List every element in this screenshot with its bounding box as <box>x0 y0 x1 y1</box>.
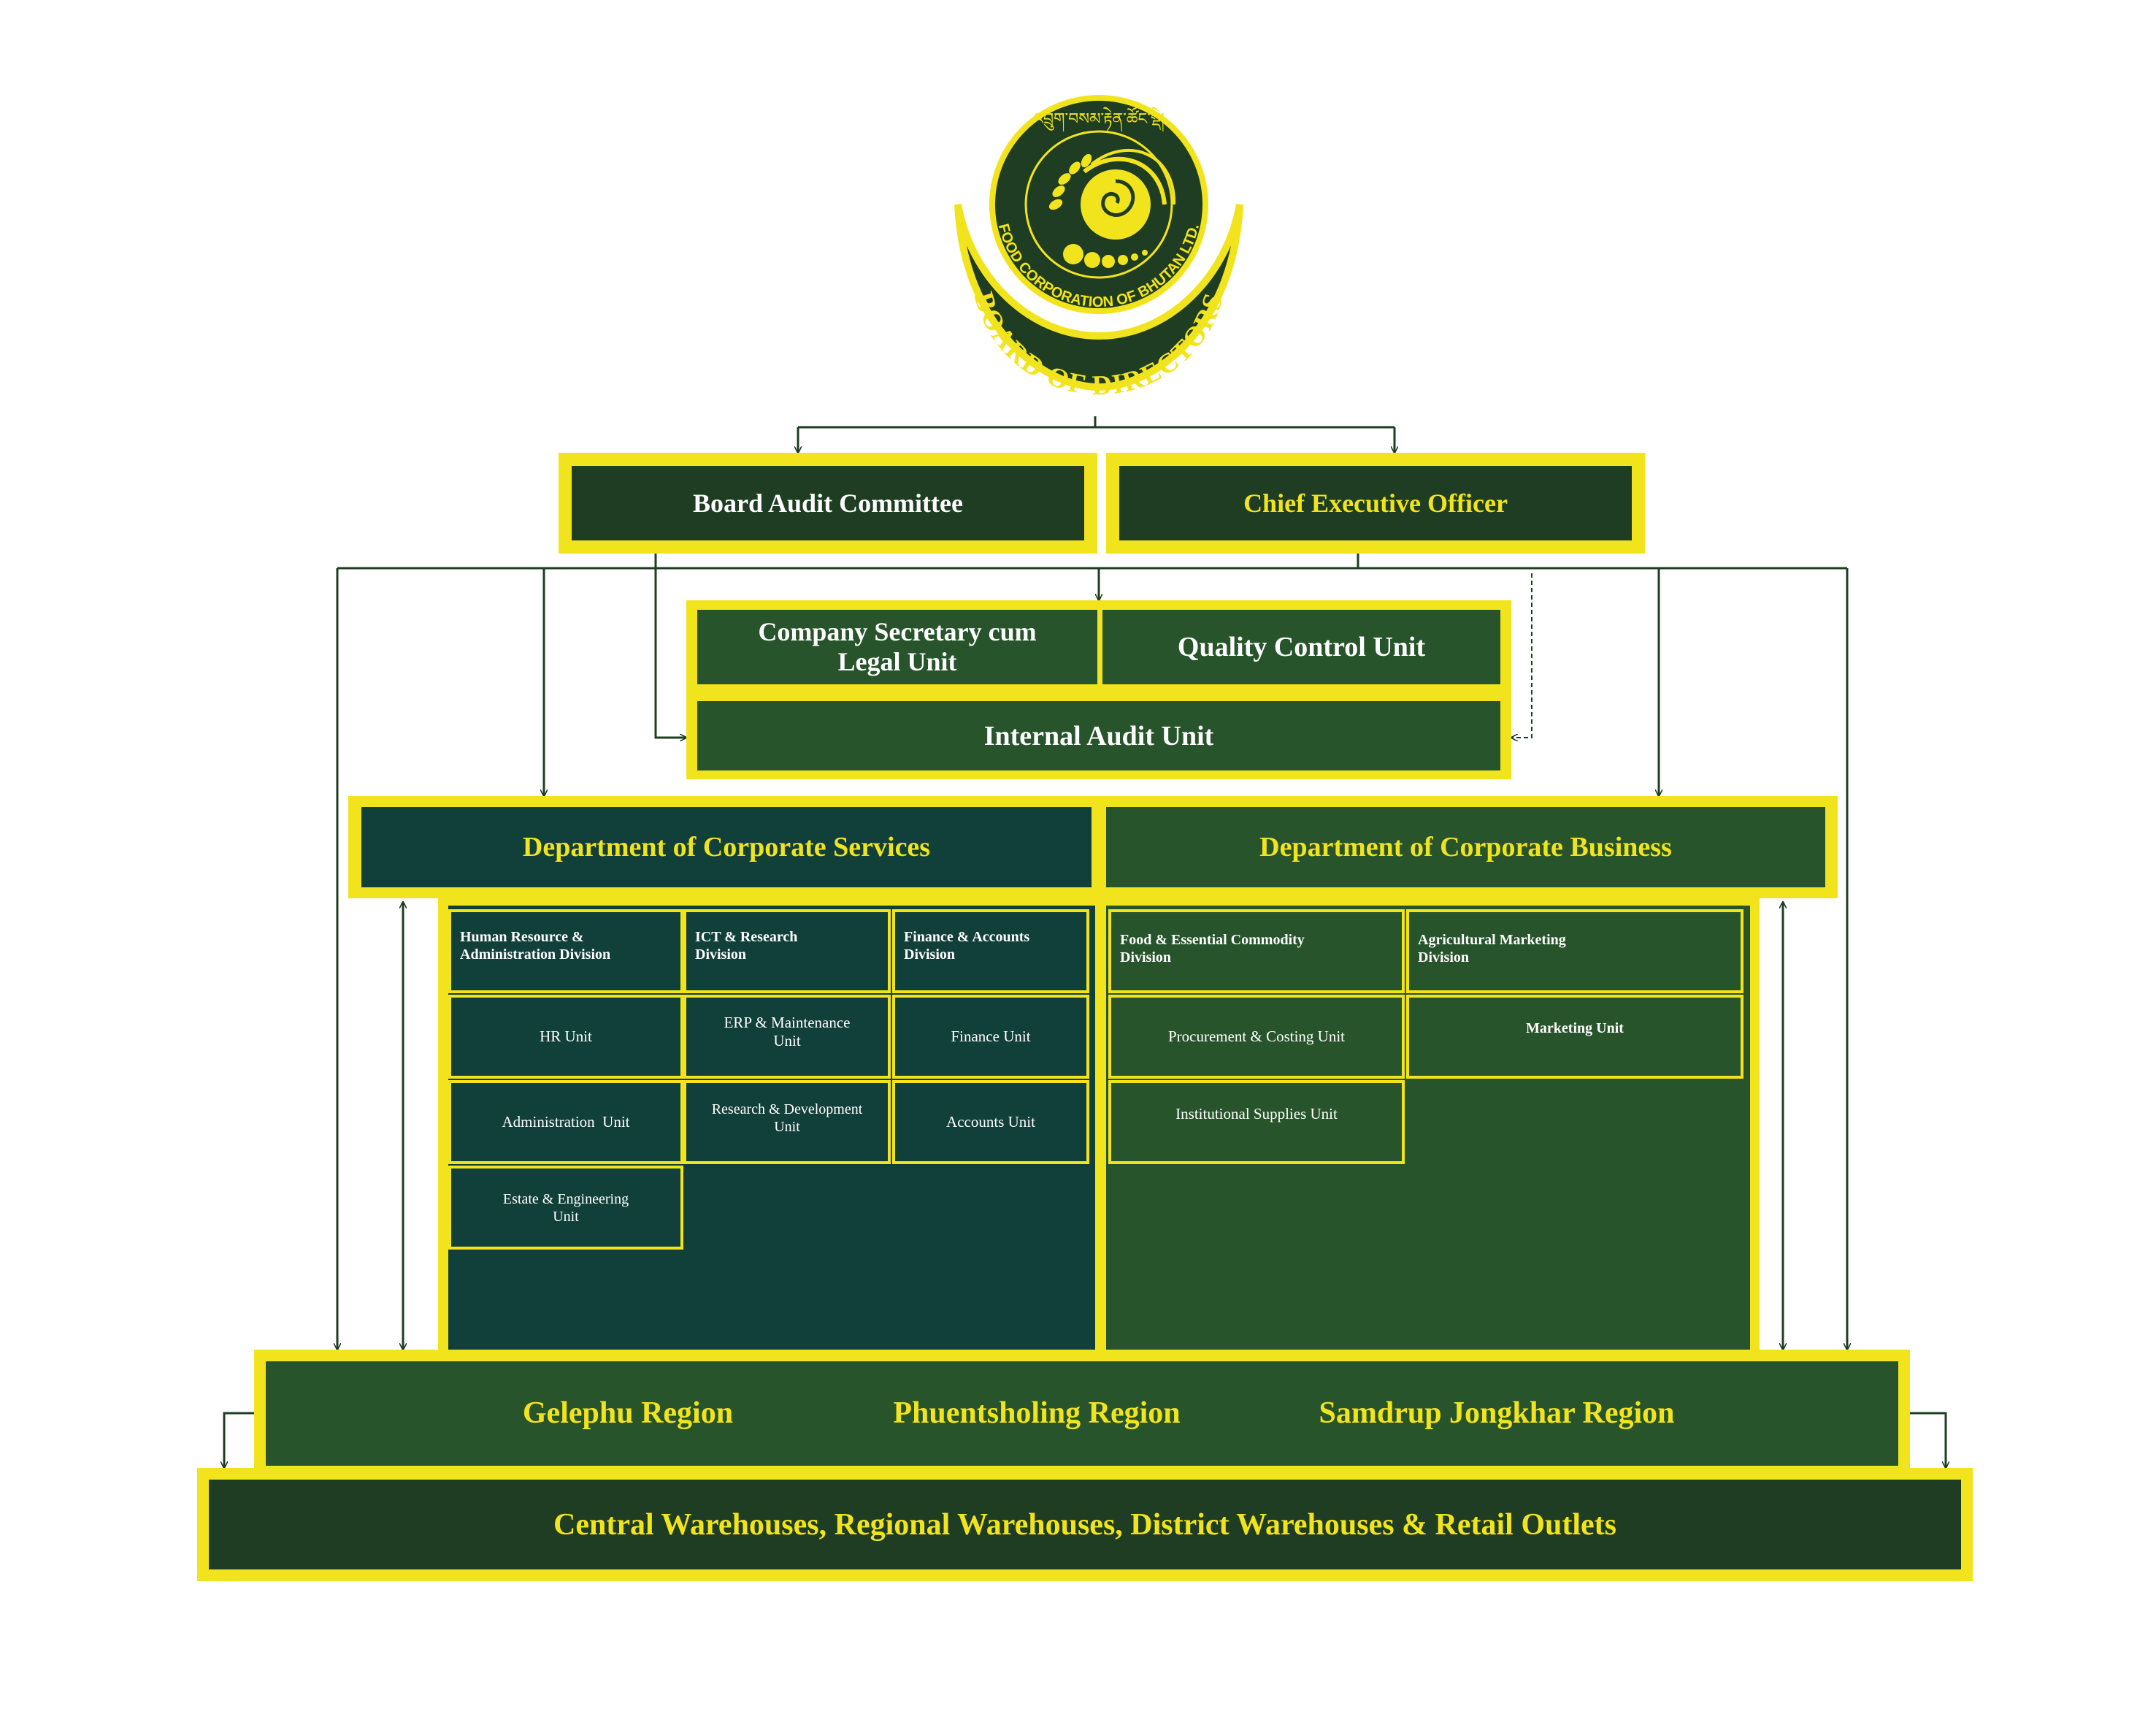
ict-research-division-line-1: ICT & Research <box>695 929 798 945</box>
erp-maintenance-unit: ERP & Maintenance Unit <box>683 995 891 1079</box>
board-audit-committee-title: Board Audit Committee <box>572 466 1084 540</box>
hr-admin-division: Human Resource & Administration Division <box>448 909 683 993</box>
research-development-unit: Research & Development Unit <box>683 1080 891 1164</box>
ict-research-division-line-2: Division <box>695 946 747 963</box>
regions-frame <box>254 1350 1910 1477</box>
finance-accounts-division-line-2: Division <box>904 946 956 963</box>
agri-division-line-2: Division <box>1418 949 1470 965</box>
board-audit-committee-box: Board Audit Committee <box>559 453 1097 554</box>
marketing-unit: Marketing Unit <box>1406 995 1743 1079</box>
agricultural-marketing-division: Agricultural Marketing Division <box>1406 909 1743 993</box>
company-secretary-box: Company Secretary cum Legal Unit <box>697 610 1097 684</box>
food-division-line-1: Food & Essential Commodity <box>1120 932 1305 948</box>
estate-engineering-unit: Estate & Engineering Unit <box>448 1166 683 1250</box>
finance-accounts-division: Finance & Accounts Division <box>892 909 1089 993</box>
ceo-box: Chief Executive Officer <box>1106 453 1645 554</box>
warehouses-title: Central Warehouses, Regional Warehouses,… <box>209 1480 1961 1569</box>
company-secretary-line-1: Company Secretary cum <box>758 616 1037 646</box>
company-secretary-line-2: Legal Unit <box>837 647 957 676</box>
hr-admin-division-line-1: Human Resource & <box>460 929 584 945</box>
estate-engineering-unit-line-2: Unit <box>553 1208 579 1225</box>
warehouses-frame: Central Warehouses, Regional Warehouses,… <box>197 1468 1973 1581</box>
procurement-costing-unit: Procurement & Costing Unit <box>1108 995 1405 1079</box>
logo-tibetan-text: འབྲུག་བསམ་རྟེན་ཚོང་སྡེ། <box>1033 105 1165 132</box>
food-division-line-2: Division <box>1120 949 1172 965</box>
research-development-unit-line-2: Unit <box>774 1119 800 1135</box>
internal-audit-box: Internal Audit Unit <box>697 701 1500 770</box>
ceo-title: Chief Executive Officer <box>1119 466 1632 540</box>
erp-maintenance-unit-line-2: Unit <box>773 1032 801 1050</box>
logo-emblem-icon: BOARD OF DIRECTORS FOOD CORPORATION OF B… <box>943 95 1254 401</box>
regions-body <box>266 1361 1898 1466</box>
gelephu-region: Gelephu Region <box>522 1396 734 1430</box>
food-essential-commodity-division: Food & Essential Commodity Division <box>1108 909 1405 993</box>
hr-unit: HR Unit <box>448 995 683 1079</box>
institutional-supplies-unit: Institutional Supplies Unit <box>1108 1080 1405 1164</box>
erp-maintenance-unit-line-1: ERP & Maintenance <box>724 1014 851 1031</box>
research-development-unit-line-1: Research & Development <box>711 1101 863 1117</box>
board-of-directors-logo: BOARD OF DIRECTORS FOOD CORPORATION OF B… <box>942 95 1256 416</box>
estate-engineering-unit-line-1: Estate & Engineering <box>502 1190 629 1207</box>
finance-accounts-division-line-1: Finance & Accounts <box>904 929 1030 945</box>
hr-admin-division-line-2: Administration Division <box>460 946 611 963</box>
phuentsholing-region: Phuentsholing Region <box>893 1396 1181 1430</box>
quality-control-box: Quality Control Unit <box>1102 610 1500 684</box>
accounts-unit: Accounts Unit <box>892 1080 1089 1164</box>
dept-corporate-services-header: Department of Corporate Services <box>361 807 1092 887</box>
ict-research-division: ICT & Research Division <box>683 909 891 993</box>
dept-corporate-business-header: Department of Corporate Business <box>1106 807 1825 887</box>
samdrup-jongkhar-region: Samdrup Jongkhar Region <box>1319 1396 1675 1430</box>
finance-unit: Finance Unit <box>892 995 1089 1079</box>
administration-unit: Administration Unit <box>448 1080 683 1164</box>
agri-division-line-1: Agricultural Marketing <box>1418 932 1566 948</box>
